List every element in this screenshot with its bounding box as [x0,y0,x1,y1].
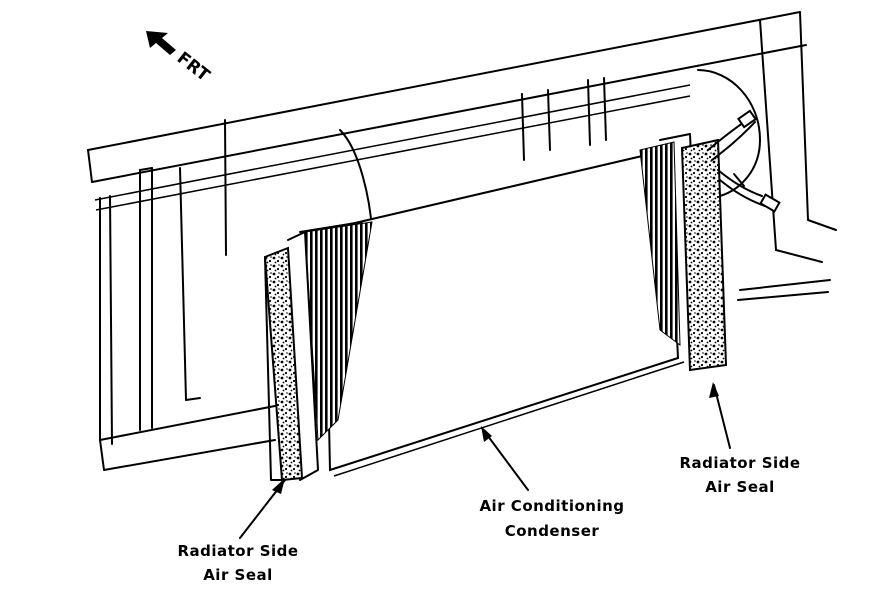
right-seal-arrowhead [709,382,719,398]
condenser-fins-right [639,141,681,347]
condenser-fins-left [304,221,373,442]
right-seal-foam [680,138,728,372]
left-radiator-side-air-seal [263,231,319,482]
air-conditioning-condenser [299,141,685,477]
condenser-arrowhead [481,426,492,442]
lower-fitting [759,193,781,213]
front-direction-marker: FRT [146,31,214,86]
left-seal-label-line2: Air Seal [203,566,273,584]
callout-left-seal: Radiator Side Air Seal [177,542,298,584]
left-seal-foam [263,246,304,482]
left-seal-label-line1: Radiator Side [177,542,298,560]
callout-right-seal: Radiator Side Air Seal [679,454,800,496]
refrigerant-lines [707,109,781,213]
right-radiator-side-air-seal [659,133,728,372]
left-seal-arrowhead [272,478,285,494]
frt-label: FRT [173,48,214,86]
condenser-label-line2: Condenser [505,522,600,540]
arrow-icon [146,31,176,55]
callout-leaders [239,382,731,539]
callout-condenser: Air Conditioning Condenser [479,497,624,540]
right-seal-label-line2: Air Seal [705,478,775,496]
condenser-label-line1: Air Conditioning [479,497,624,515]
radiator-support-frame [87,11,837,471]
upper-fitting [737,109,757,129]
right-seal-label-line1: Radiator Side [679,454,800,472]
